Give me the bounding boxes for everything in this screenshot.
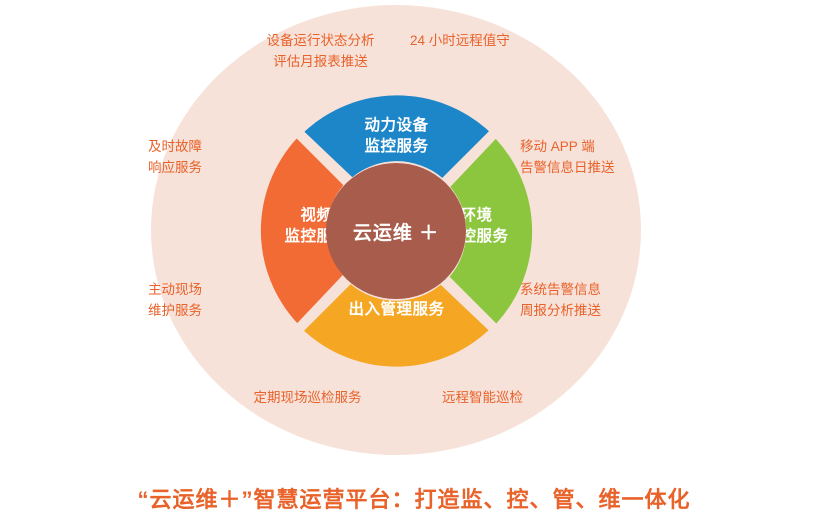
note-equipment-status-line1: 设备运行状态分析 [266, 33, 375, 48]
segment-top-shape[interactable] [304, 95, 489, 224]
note-equipment-status: 设备运行状态分析 评估月报表推送 [228, 30, 413, 72]
note-system-alarm: 系统告警信息 周报分析推送 [520, 279, 670, 321]
segment-top-label-line1: 动力设备 [364, 117, 429, 134]
note-fault-response-line1: 及时故障 [148, 139, 202, 154]
note-periodic-inspection-line1: 定期现场巡检服务 [253, 390, 362, 405]
note-fault-response: 及时故障 响应服务 [120, 136, 230, 178]
segment-right-label-line1: 环境 [460, 207, 493, 224]
note-remote-inspection-line1: 远程智能巡检 [442, 390, 523, 405]
segment-left-label-line1: 视频 [300, 207, 333, 224]
note-mobile-app: 移动 APP 端 告警信息日推送 [520, 136, 670, 178]
segment-bottom-label-line1: 出入管理服务 [348, 301, 445, 318]
note-equipment-status-line2: 评估月报表推送 [273, 54, 368, 69]
donut-svg [258, 95, 535, 367]
segment-bottom-shape[interactable] [304, 238, 489, 367]
note-fault-response-line2: 响应服务 [148, 160, 202, 175]
note-mobile-app-line2: 告警信息日推送 [520, 160, 615, 175]
segment-left-shape[interactable] [258, 138, 389, 324]
note-system-alarm-line1: 系统告警信息 [520, 282, 601, 297]
note-24h-remote: 24 小时远程值守 [410, 30, 560, 51]
note-system-alarm-line2: 周报分析推送 [520, 303, 601, 318]
note-onsite-maintenance-line1: 主动现场 [148, 282, 202, 297]
segment-top-label: 动力设备 监控服务 [258, 115, 535, 157]
note-periodic-inspection: 定期现场巡检服务 [215, 387, 400, 408]
note-onsite-maintenance: 主动现场 维护服务 [120, 279, 230, 321]
center-hub-label: 云运维 ＋ [352, 222, 440, 244]
note-24h-remote-line1: 24 小时远程值守 [410, 33, 510, 48]
segment-right-shape[interactable] [404, 138, 535, 324]
note-onsite-maintenance-line2: 维护服务 [148, 303, 202, 318]
center-hub: 云运维 ＋ [326, 163, 466, 299]
segment-top-label-line2: 监控服务 [364, 138, 429, 155]
donut-chart: 动力设备 监控服务 环境 监控服务 出入管理服务 视频 监控服务 [258, 95, 535, 367]
diagram-caption: “云运维＋”智慧运营平台：打造监、控、管、维一体化 [137, 487, 691, 512]
note-mobile-app-line1: 移动 APP 端 [520, 139, 595, 154]
segment-bottom-label: 出入管理服务 [258, 299, 535, 320]
note-remote-inspection: 远程智能巡检 [400, 387, 565, 408]
